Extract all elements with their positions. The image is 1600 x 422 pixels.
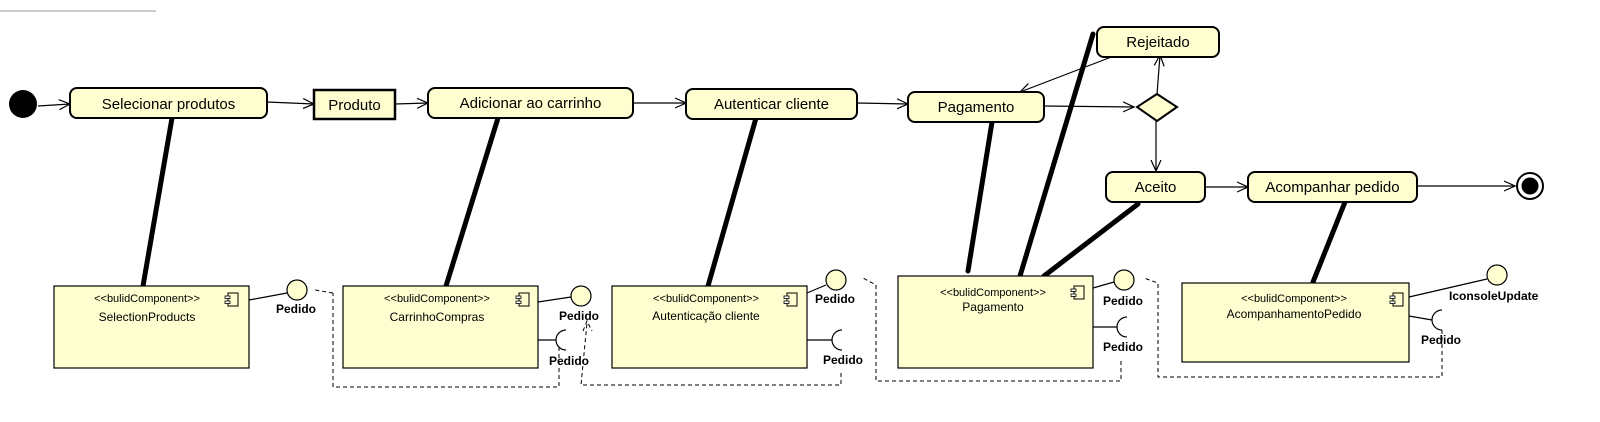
- activity-pagamento[interactable]: Pagamento: [907, 91, 1045, 123]
- interface-labels: Pedido Pedido Pedido Pedido Pedido Pedid…: [276, 289, 1539, 368]
- component-name: AcompanhamentoPedido: [1227, 307, 1362, 321]
- interface-label: Pedido: [549, 354, 589, 368]
- component-name: Autenticação cliente: [652, 309, 760, 323]
- interface-label: Pedido: [1103, 294, 1143, 308]
- lollipop-stem: [248, 292, 288, 301]
- trace-pagamento: [965, 119, 995, 274]
- component-icon: [783, 292, 798, 307]
- required-interface-pedido: [555, 329, 567, 351]
- trace-rejeitado: [1017, 31, 1096, 279]
- component-icon: [224, 292, 239, 307]
- dep-3: [862, 277, 1122, 382]
- activity-adicionar-ao-carrinho[interactable]: Adicionar ao carrinho: [427, 87, 634, 119]
- flow-4: [856, 103, 908, 104]
- component-carrinho-compras[interactable]: <<bulidComponent>> CarrinhoCompras: [342, 285, 539, 369]
- dep-2-head: [582, 319, 593, 332]
- provided-interface-pedido: [825, 269, 847, 291]
- interface-label: Pedido: [1421, 333, 1461, 347]
- component-stereotype: <<bulidComponent>>: [94, 293, 200, 305]
- activity-acompanhar-pedido[interactable]: Acompanhar pedido: [1247, 171, 1418, 203]
- flow-start: [37, 104, 70, 106]
- required-interfaces: [538, 309, 1443, 351]
- activity-label: Acompanhar pedido: [1265, 179, 1399, 196]
- socket-stem: [1408, 315, 1433, 321]
- trace-selecionar: [140, 115, 175, 289]
- component-stereotype: <<bulidComponent>>: [940, 287, 1046, 299]
- object-label: Produto: [328, 97, 381, 114]
- dep-1-tip: [314, 289, 334, 294]
- trace-aceito: [1041, 201, 1141, 279]
- component-stereotype: <<bulidComponent>>: [384, 293, 490, 305]
- lollipop-stem: [1092, 281, 1115, 289]
- activity-label: Pagamento: [938, 99, 1015, 116]
- initial-node: [9, 90, 37, 118]
- component-stereotype: <<bulidComponent>>: [653, 293, 759, 305]
- flow-1: [266, 102, 314, 104]
- activity-label: Rejeitado: [1126, 34, 1189, 51]
- activity-autenticar-cliente[interactable]: Autenticar cliente: [685, 88, 858, 120]
- final-node: [1516, 172, 1544, 200]
- component-name: Pagamento: [962, 300, 1024, 314]
- decision-node: [1135, 92, 1179, 123]
- interface-label: IconsoleUpdate: [1449, 289, 1539, 303]
- lollipop-stem: [537, 296, 572, 303]
- provided-interface-iconsole-update: [1486, 264, 1508, 286]
- trace-links: [140, 31, 1348, 289]
- trace-adicionar: [443, 115, 501, 289]
- required-interface-pedido: [831, 329, 843, 351]
- provided-interface-pedido: [286, 279, 308, 301]
- component-acompanhamento-pedido[interactable]: <<bulidComponent>> AcompanhamentoPedido: [1181, 282, 1410, 363]
- activity-label: Selecionar produtos: [102, 96, 235, 113]
- dependencies: [314, 277, 1443, 388]
- required-interface-pedido: [1431, 309, 1443, 331]
- interface-label: Pedido: [815, 292, 855, 306]
- activity-label: Aceito: [1135, 179, 1177, 196]
- interface-label: Pedido: [559, 309, 599, 323]
- flow-2: [394, 103, 428, 104]
- component-selection-products[interactable]: <<bulidComponent>> SelectionProducts: [53, 285, 250, 369]
- flow-5: [1043, 106, 1134, 107]
- provided-interfaces: [248, 264, 1508, 307]
- component-name: CarrinhoCompras: [390, 310, 485, 324]
- component-icon: [1389, 292, 1404, 307]
- control-flows: [37, 55, 1515, 187]
- required-interface-pedido: [1116, 316, 1128, 338]
- provided-interface-pedido: [1113, 269, 1135, 291]
- component-stereotype: <<bulidComponent>>: [1241, 293, 1347, 305]
- interface-label: Pedido: [276, 302, 316, 316]
- activity-label: Adicionar ao carrinho: [460, 95, 602, 112]
- trace-acompanhar: [1310, 199, 1348, 285]
- component-pagamento[interactable]: <<bulidComponent>> Pagamento: [897, 275, 1094, 369]
- activity-rejeitado[interactable]: Rejeitado: [1096, 26, 1220, 58]
- lollipop-stem: [1408, 278, 1488, 298]
- interface-label: Pedido: [823, 353, 863, 367]
- interface-label: Pedido: [1103, 340, 1143, 354]
- component-icon: [1070, 285, 1085, 300]
- component-autenticacao-cliente[interactable]: <<bulidComponent>> Autenticação cliente: [611, 285, 808, 369]
- flow-rejeitado: [1157, 55, 1160, 95]
- activity-label: Autenticar cliente: [714, 96, 829, 113]
- component-icon: [515, 292, 530, 307]
- dep-4: [1143, 277, 1443, 378]
- object-produto[interactable]: Produto: [312, 88, 397, 121]
- provided-interface-pedido: [570, 285, 592, 307]
- trace-autenticar: [705, 115, 759, 289]
- dep-2: [580, 322, 842, 386]
- activity-aceito[interactable]: Aceito: [1105, 171, 1206, 203]
- lollipop-stem: [806, 284, 827, 294]
- flow-retry: [1020, 55, 1115, 92]
- component-name: SelectionProducts: [99, 310, 196, 324]
- activity-selecionar-produtos[interactable]: Selecionar produtos: [69, 87, 268, 119]
